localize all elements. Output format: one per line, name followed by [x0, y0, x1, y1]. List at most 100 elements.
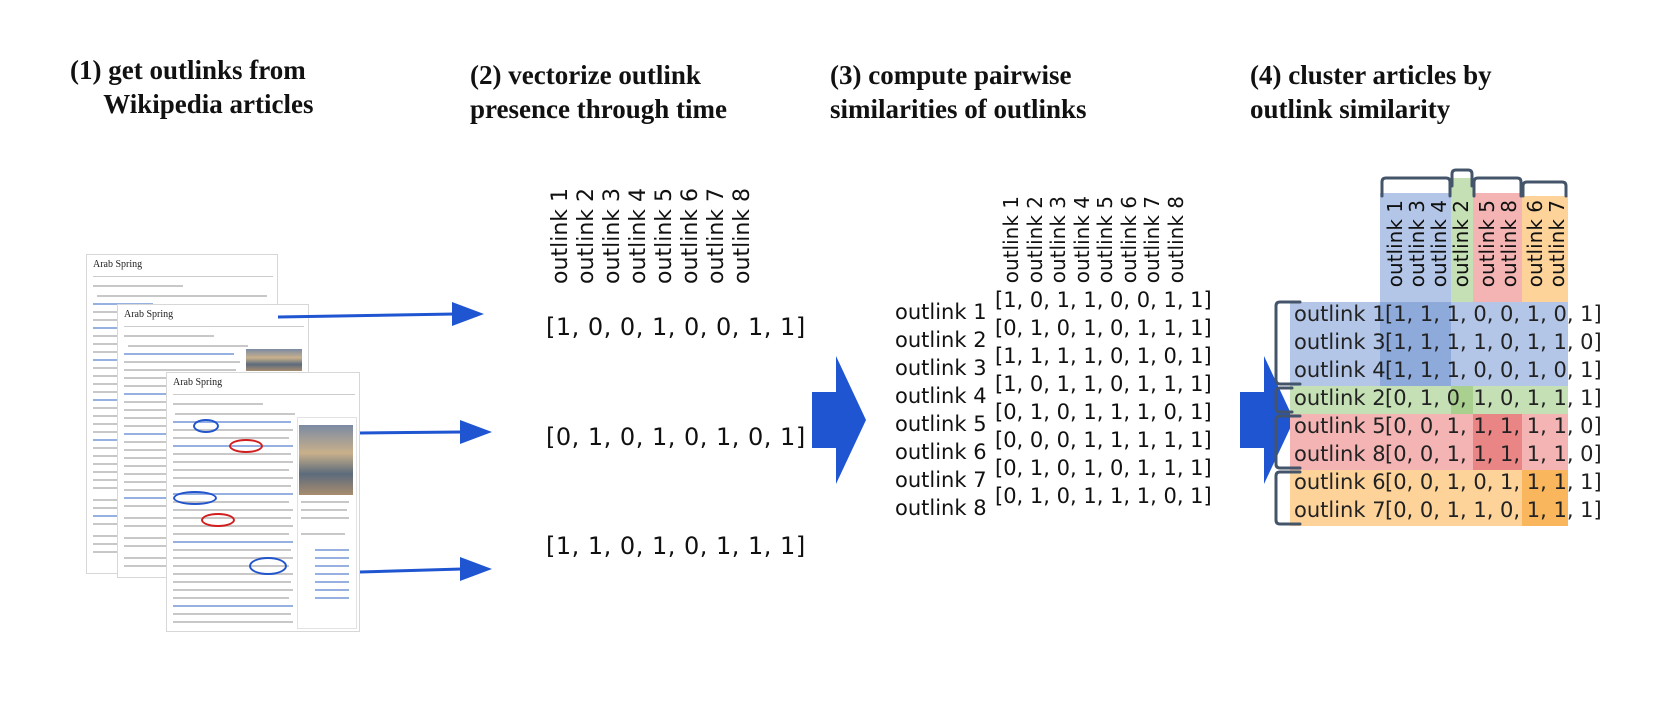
wiki-text-line [124, 517, 170, 519]
wiki-text-line [173, 453, 291, 455]
wiki-text-line [124, 335, 214, 337]
row-label: outlink 5 [895, 412, 987, 436]
wiki-link-line [315, 565, 349, 567]
cluster-row-label: outlink 6 [1294, 470, 1386, 494]
wiki-text-line [124, 465, 170, 467]
cluster-row-label: outlink 7 [1294, 498, 1386, 522]
row-label: outlink 8 [895, 496, 987, 520]
step-4-title: (4) cluster articles by outlink similari… [1250, 60, 1492, 124]
row-bracket-red [1274, 414, 1302, 470]
wiki-text-line [124, 537, 172, 539]
row-bracket-blue [1274, 300, 1302, 386]
outlink-vector-2: [0, 1, 0, 1, 0, 1, 0, 1] [546, 423, 806, 451]
wiki-tabs-divider [93, 275, 273, 277]
cluster-row-values: [0, 0, 1, 1, 1, 1, 1, 0] [1385, 414, 1602, 438]
similarity-row: [0, 1, 0, 1, 1, 1, 0, 1] [995, 484, 1212, 508]
wiki-infobox-image [246, 349, 302, 371]
wiki-text-line [173, 469, 289, 471]
wiki-link-line [124, 353, 234, 355]
cluster-column-band-green [1451, 178, 1473, 315]
wiki-text-line [124, 409, 172, 411]
cluster-row-label: outlink 1 [1294, 302, 1386, 326]
wiki-text-line [173, 589, 293, 591]
wiki-text-line [173, 557, 293, 559]
wiki-text-line [173, 437, 289, 439]
cluster-block-blue [1380, 302, 1451, 386]
wiki-infobox-image [299, 425, 353, 495]
wiki-text-line [173, 549, 291, 551]
step-1-title: (1) get outlinks from Wikipedia articles [70, 55, 314, 119]
similarity-row: [1, 1, 1, 1, 0, 1, 0, 1] [995, 344, 1212, 368]
wiki-text-line [173, 613, 291, 615]
wiki-page-title: Arab Spring [173, 377, 223, 388]
wiki-text-line [301, 509, 347, 511]
wiki-text-line [124, 449, 172, 451]
wiki-text-line [301, 533, 345, 535]
cluster-row-label: outlink 5 [1294, 414, 1386, 438]
outlink-vector-3: [1, 1, 0, 1, 0, 1, 1, 1] [546, 532, 806, 560]
row-label: outlink 2 [895, 328, 987, 352]
wiki-link-line [173, 605, 293, 607]
outlink-highlight-circle [173, 491, 217, 505]
row-label: outlink 4 [895, 384, 987, 408]
row-label: outlink 7 [895, 468, 987, 492]
wiki-link-line [315, 557, 349, 559]
similarity-row: [0, 1, 0, 1, 0, 1, 1, 1] [995, 316, 1212, 340]
wiki-link-line [315, 573, 349, 575]
row-label: outlink 3 [895, 356, 987, 380]
cluster-row-values: [0, 0, 1, 0, 1, 1, 1, 1] [1385, 470, 1602, 494]
column-bracket-green [1450, 168, 1474, 188]
wiki-text-line [173, 403, 263, 405]
wiki-text-line [301, 501, 349, 503]
wiki-link-line [124, 433, 172, 435]
wiki-text-line [173, 621, 293, 623]
cluster-row-values: [1, 1, 1, 1, 0, 1, 1, 0] [1385, 330, 1602, 354]
wiki-text-line [124, 377, 172, 379]
wiki-link-line [173, 493, 293, 495]
wiki-text-line [173, 429, 293, 431]
wiki-text-line [124, 557, 172, 559]
wiki-link-line [173, 541, 293, 543]
cluster-row-band-orange [1290, 470, 1568, 526]
wiki-link-line [173, 421, 291, 423]
outlink-vector-1: [1, 0, 0, 1, 0, 0, 1, 1] [546, 313, 806, 341]
wiki-text-line [124, 481, 172, 483]
row-label: outlink 6 [895, 440, 987, 464]
wiki-text-line [124, 425, 172, 427]
wiki-text-line [93, 285, 183, 287]
wiki-text-line [128, 345, 248, 347]
cluster-row-band-green [1290, 386, 1568, 414]
row-label: outlink 1 [895, 300, 987, 324]
outlink-highlight-circle [249, 557, 287, 575]
outlink-highlight-circle [201, 513, 235, 527]
wiki-text-line [124, 457, 172, 459]
wiki-tabs-divider [124, 325, 304, 327]
similarity-row: [1, 0, 1, 1, 0, 1, 1, 1] [995, 372, 1212, 396]
wiki-text-line [124, 417, 170, 419]
wiki-text-line [124, 565, 172, 567]
cluster-row-values: [0, 0, 1, 1, 0, 1, 1, 1] [1385, 498, 1602, 522]
step-2-title: (2) vectorize outlink presence through t… [470, 60, 727, 124]
wiki-text-line [173, 485, 291, 487]
cluster-row-label: outlink 3 [1294, 330, 1386, 354]
cluster-column-band-red [1473, 193, 1522, 315]
cluster-block-green [1451, 386, 1473, 414]
wiki-text-line [124, 441, 170, 443]
wiki-tabs-divider [173, 393, 355, 395]
wiki-text-line [173, 477, 293, 479]
similarity-row: [1, 0, 1, 1, 0, 0, 1, 1] [995, 288, 1212, 312]
wiki-text-line [173, 565, 289, 567]
step-3-title: (3) compute pairwise similarities of out… [830, 60, 1087, 124]
cluster-block-red [1473, 414, 1522, 470]
outlink-highlight-circle [193, 419, 219, 433]
wiki-link-line [315, 589, 349, 591]
wiki-text-line [124, 505, 172, 507]
wiki-link-line [315, 549, 349, 551]
wiki-link-line [315, 581, 349, 583]
cluster-block-orange [1522, 470, 1568, 526]
cluster-column-band-orange [1522, 196, 1568, 315]
column-bracket-blue [1380, 176, 1452, 198]
wiki-page-title: Arab Spring [93, 259, 143, 270]
